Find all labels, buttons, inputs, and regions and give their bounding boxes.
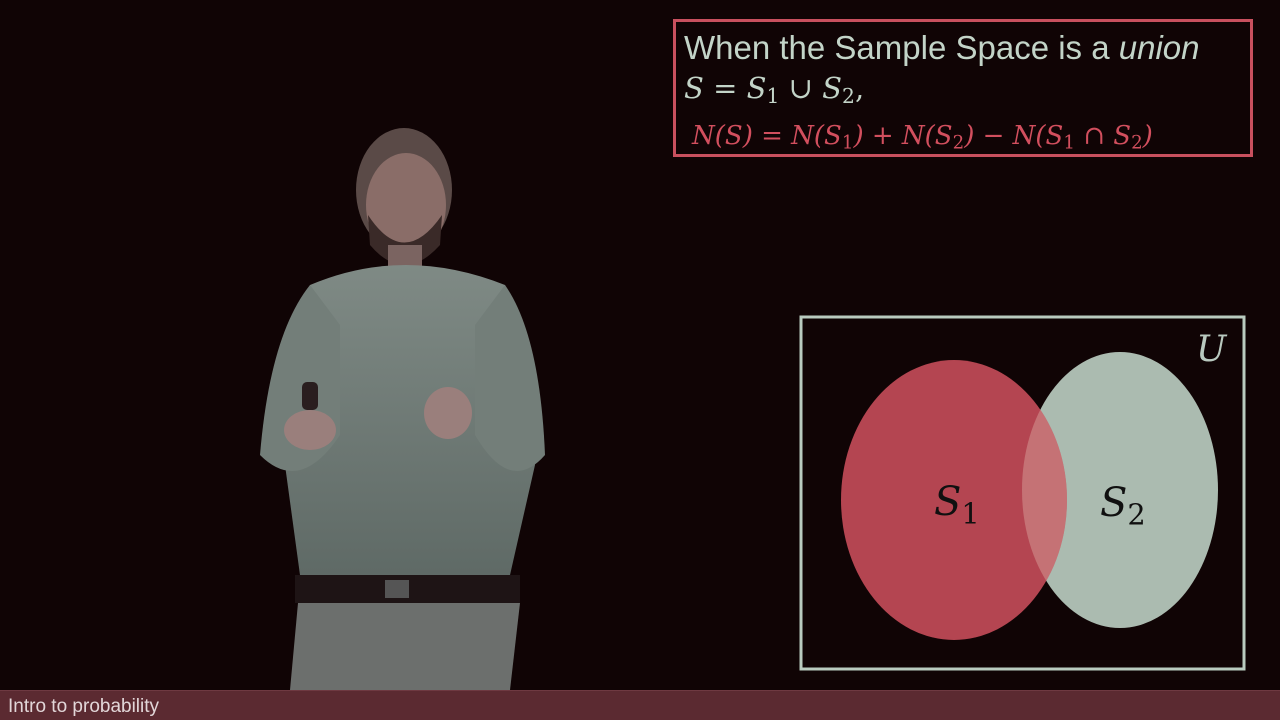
presenter-figure bbox=[260, 128, 545, 690]
venn-diagram bbox=[799, 315, 1246, 671]
inclusion-exclusion-formula: N(S) = N(S1) + N(S2) − N(S1 ∩ S2) bbox=[692, 121, 1153, 154]
caption-text: Intro to probability bbox=[8, 696, 160, 717]
set-s1-label: S1 bbox=[934, 479, 980, 531]
set-s2-region bbox=[1022, 352, 1218, 628]
set-s2-label: S2 bbox=[1100, 480, 1146, 532]
union-emphasis: union bbox=[1118, 29, 1200, 66]
formula-box: When the Sample Space is a union S = S1 … bbox=[673, 19, 1253, 157]
formula-title: When the Sample Space is a union bbox=[684, 29, 1200, 66]
universe-label: U bbox=[1196, 329, 1227, 370]
caption-bar: Intro to probability bbox=[0, 690, 1280, 720]
sample-space-definition: S = S1 ∪ S2, bbox=[684, 71, 865, 109]
universe-rectangle bbox=[799, 315, 1246, 671]
set-s1-region bbox=[841, 360, 1067, 640]
